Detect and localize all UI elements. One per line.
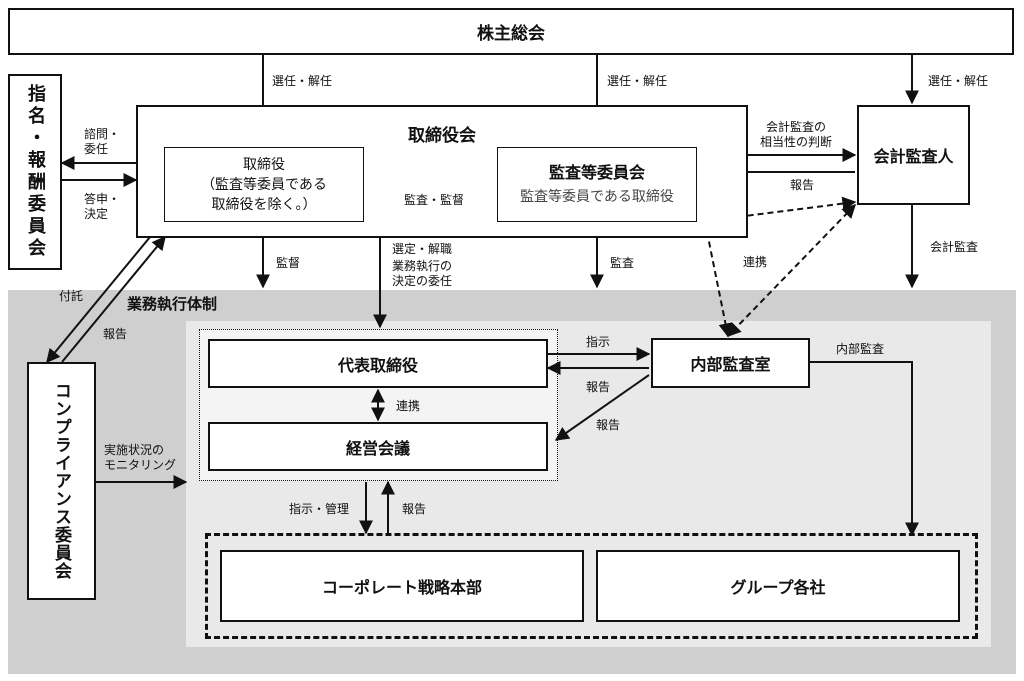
label-monitoring: 実施状況の モニタリング [104, 443, 176, 473]
group-dashed-region [205, 533, 978, 639]
label-instruct-manage: 指示・管理 [289, 502, 350, 516]
directors-line-3: 取締役を除く。） [211, 196, 317, 213]
label-supervise: 監督 [276, 256, 301, 270]
group-companies-box: グループ各社 [596, 550, 960, 622]
label-consult-line-2: 委任 [84, 142, 109, 156]
audit-committee-label: 監査等委員会 [548, 162, 645, 182]
label-consult: 諮問・ 委任 [84, 127, 120, 157]
directors-line-1: 取締役 [243, 156, 285, 173]
management-meeting-label: 経営会議 [345, 438, 410, 458]
label-elect-2: 選任・解任 [607, 74, 668, 88]
label-fit-line-1: 会計監査の [766, 120, 827, 134]
label-delegate-line-2: 決定の委任 [392, 274, 453, 288]
label-select-dismiss: 選定・解職 [392, 242, 453, 256]
label-accounting-audit-fit: 会計監査の 相当性の判断 [760, 120, 832, 150]
label-accounting-audit: 会計監査 [930, 240, 979, 254]
label-internal-audit: 内部監査 [836, 342, 885, 356]
group-companies-label: グループ各社 [730, 578, 826, 597]
label-report-back-line-2: 決定 [84, 207, 109, 221]
directors-box: 取締役 （監査等委員である 取締役を除く。） [164, 147, 364, 222]
label-report-iao-2: 報告 [596, 418, 621, 432]
shareholders-meeting-label: 株主総会 [477, 24, 545, 44]
accounting-auditor-box: 会計監査人 [857, 105, 970, 205]
corporate-strategy-label: コーポレート戦略本部 [321, 578, 482, 597]
execution-system-title: 業務執行体制 [127, 295, 218, 313]
internal-audit-office-label: 内部監査室 [690, 355, 771, 374]
shareholders-meeting-box: 株主総会 [8, 8, 1014, 55]
audit-committee-sub-label: 監査等委員である取締役 [520, 188, 674, 205]
management-meeting-box: 経営会議 [208, 422, 548, 471]
label-coordination: 連携 [743, 255, 768, 269]
label-report-back-line-1: 答申・ [84, 192, 121, 206]
board-label: 取締役会 [408, 126, 476, 146]
label-report-compliance: 報告 [103, 327, 128, 341]
label-delegate: 業務執行の 決定の委任 [392, 259, 452, 289]
compliance-committee-box: コンプライアンス委員会 [27, 362, 96, 600]
label-instruct: 指示 [586, 335, 611, 349]
corporate-strategy-box: コーポレート戦略本部 [220, 550, 584, 622]
nomination-committee-label: 指名・報酬委員会 [25, 84, 46, 260]
compliance-committee-label: コンプライアンス委員会 [51, 382, 71, 580]
representative-director-box: 代表取締役 [208, 339, 548, 388]
label-report-back: 答申・ 決定 [84, 192, 120, 222]
label-report-iao-1: 報告 [586, 380, 611, 394]
representative-director-label: 代表取締役 [337, 355, 418, 375]
audit-committee-box: 監査等委員会 監査等委員である取締役 [497, 147, 697, 222]
label-commission: 付託 [59, 289, 84, 303]
label-monitoring-line-1: 実施状況の [104, 443, 165, 457]
label-elect-3: 選任・解任 [928, 74, 989, 88]
label-report-group: 報告 [402, 502, 427, 516]
label-monitoring-line-2: モニタリング [104, 458, 177, 472]
label-audit: 監査 [610, 256, 635, 270]
directors-line-2: （監査等委員である [201, 176, 327, 193]
label-elect-1: 選任・解任 [272, 74, 333, 88]
label-delegate-line-1: 業務執行の [392, 259, 453, 273]
nomination-committee-box: 指名・報酬委員会 [8, 74, 62, 270]
label-coordination-mgmt: 連携 [396, 399, 421, 413]
label-audit-supervise: 監査・監督 [404, 193, 465, 207]
label-fit-line-2: 相当性の判断 [760, 135, 833, 149]
label-report-auditor: 報告 [790, 178, 815, 192]
accounting-auditor-label: 会計監査人 [873, 147, 954, 166]
label-consult-line-1: 諮問・ [84, 127, 121, 141]
internal-audit-office-box: 内部監査室 [651, 338, 810, 388]
